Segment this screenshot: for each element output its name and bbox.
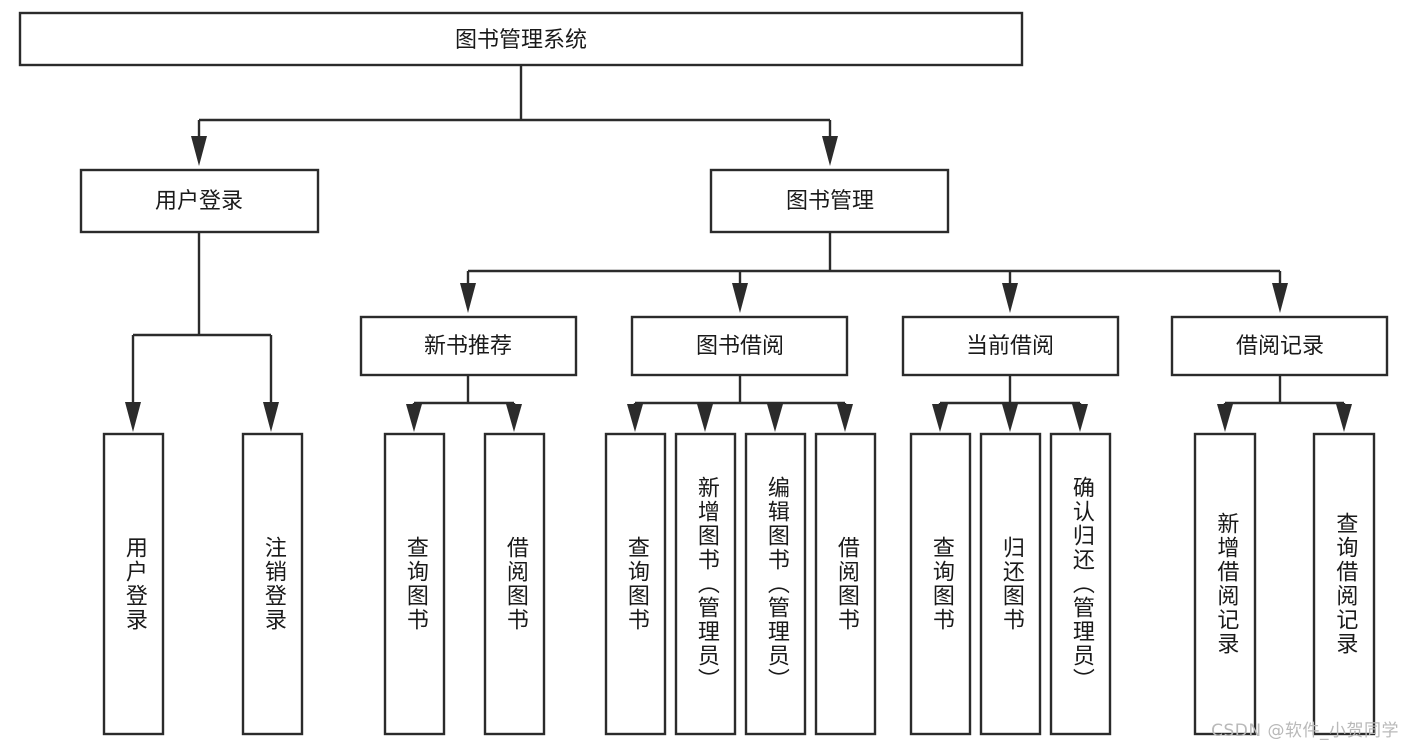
node-leaf-borrow-book-1-box[interactable] (483, 432, 546, 736)
node-new-book-recommend[interactable]: 新书推荐 (359, 315, 578, 377)
arrow-head-leaf-borrow-book-2 (837, 404, 853, 432)
arrow-head-leaf-query-book-2 (627, 404, 643, 432)
connector-group-user-login (125, 232, 279, 432)
node-root-label: 图书管理系统 (455, 28, 587, 53)
node-leaf-user-logout-box[interactable] (241, 432, 304, 736)
node-current-borrow-box[interactable] (901, 315, 1120, 377)
node-new-book-recommend-label: 新书推荐 (424, 334, 512, 359)
connector-group-current-borrow (932, 375, 1088, 432)
arrow-head-leaf-query-book-3 (932, 404, 948, 432)
node-book-manage-label: 图书管理 (786, 189, 874, 214)
node-leaf-edit-book-box[interactable] (744, 432, 807, 736)
node-borrow-record-box[interactable] (1170, 315, 1389, 377)
node-leaf-add-record-box[interactable] (1193, 432, 1257, 736)
arrow-head-new-book-recommend (460, 283, 476, 313)
node-leaf-query-book-2-box[interactable] (604, 432, 667, 736)
node-leaf-query-book-1-box[interactable] (383, 432, 446, 736)
connector-group-new-book-recommend (406, 375, 522, 432)
arrow-head-borrow-record (1272, 283, 1288, 313)
watermark-text: CSDN @软件_小贺同学 (1211, 721, 1399, 741)
arrow-head-user-login (191, 136, 207, 166)
leaf-boxes (102, 432, 1376, 736)
node-root[interactable]: 图书管理系统 (18, 11, 1024, 67)
node-borrow-record-label: 借阅记录 (1236, 334, 1324, 359)
node-borrow-record[interactable]: 借阅记录 (1170, 315, 1389, 377)
arrow-head-leaf-edit-book (767, 404, 783, 432)
node-leaf-confirm-return-box[interactable] (1049, 432, 1112, 736)
node-book-borrow-box[interactable] (630, 315, 849, 377)
node-current-borrow[interactable]: 当前借阅 (901, 315, 1120, 377)
arrow-head-current-borrow (1002, 283, 1018, 313)
arrow-head-leaf-confirm-return (1072, 404, 1088, 432)
arrow-head-leaf-borrow-book-1 (506, 404, 522, 432)
arrow-head-leaf-query-record (1336, 404, 1352, 432)
arrow-head-leaf-add-book (697, 404, 713, 432)
node-book-manage-box[interactable] (709, 168, 950, 234)
arrow-head-leaf-query-book-1 (406, 404, 422, 432)
arrow-head-leaf-return-book (1002, 404, 1018, 432)
node-leaf-query-book-3-box[interactable] (909, 432, 972, 736)
node-book-borrow-label: 图书借阅 (696, 334, 784, 359)
node-user-login-box[interactable] (79, 168, 320, 234)
arrow-head-leaf-user-logout (263, 402, 279, 432)
node-leaf-add-book-box[interactable] (674, 432, 737, 736)
connector-group-book-borrow (627, 375, 853, 432)
node-user-login[interactable]: 用户登录 (79, 168, 320, 234)
node-leaf-query-record-box[interactable] (1312, 432, 1376, 736)
node-leaf-return-book-box[interactable] (979, 432, 1042, 736)
connector-group-book-manage (460, 232, 1288, 313)
connector-group-borrow-record (1217, 375, 1352, 432)
node-leaf-borrow-book-2-box[interactable] (814, 432, 877, 736)
connector-group-root (191, 65, 838, 166)
node-book-manage[interactable]: 图书管理 (709, 168, 950, 234)
arrow-head-book-borrow (732, 283, 748, 313)
node-user-login-label: 用户登录 (155, 189, 243, 214)
arrow-head-book-manage (822, 136, 838, 166)
node-new-book-recommend-box[interactable] (359, 315, 578, 377)
node-current-borrow-label: 当前借阅 (966, 334, 1054, 359)
node-book-borrow[interactable]: 图书借阅 (630, 315, 849, 377)
arrow-head-leaf-add-record (1217, 404, 1233, 432)
node-leaf-user-login-box[interactable] (102, 432, 165, 736)
node-root-box[interactable] (18, 11, 1024, 67)
arrow-head-leaf-user-login (125, 402, 141, 432)
